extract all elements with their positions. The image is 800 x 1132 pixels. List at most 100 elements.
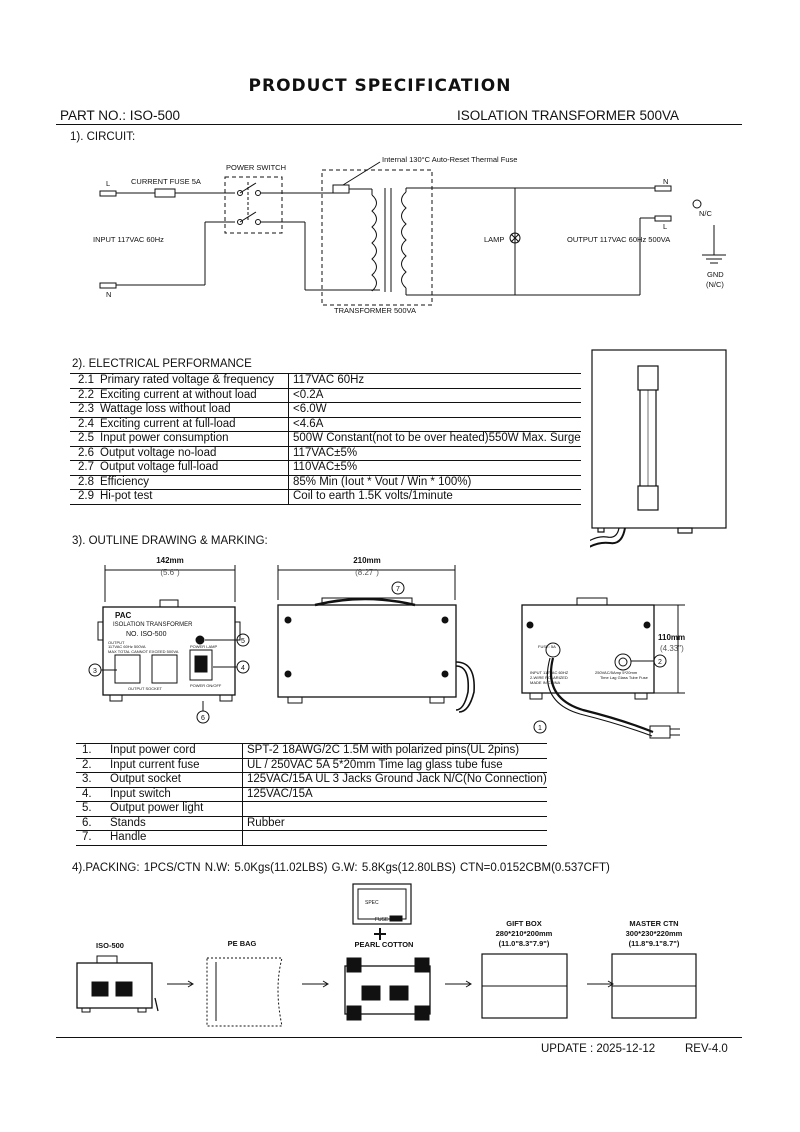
svg-text:1: 1 [538,725,542,732]
electrical-row-item: Output voltage full-load [100,460,289,476]
parts-row-no: 6. [76,816,110,831]
parts-row-value: UL / 250VAC 5A 5*20mm Time lag glass tub… [242,758,547,773]
pack-gift-label: GIFT BOX [506,919,541,928]
pack-pe-label: PE BAG [228,939,257,948]
spec-sheet [352,883,412,925]
footer-rule [56,1037,742,1038]
back-cord-exit [614,653,632,671]
lamp-symbol [509,232,521,244]
electrical-heading: 2). ELECTRICAL PERFORMANCE [72,358,252,370]
parts-row-item: Input current fuse [110,758,243,773]
page-title: PRODUCT SPECIFICATION [248,76,512,96]
back-input-2: 2-WIRE POLARIZED [530,675,568,680]
parts-row-value: 125VAC/15A [242,787,547,802]
fuse-cap-bottom [637,485,659,511]
parts-row-value [242,801,547,817]
front-warning: MAX TOTAL CANNOT EXCEED 500VA [108,649,179,654]
front-model: NO. ISO-500 [126,631,167,638]
fuse-foot [677,527,693,534]
front-handle [159,599,179,608]
electrical-row-value: 110VAC±5% [288,460,581,476]
pack-gift-in: (11.0"8.3"7.9") [499,939,550,948]
pack-master-label: MASTER CTN [629,919,678,928]
electrical-row-item: Output voltage no-load [100,446,289,461]
callout-7 [391,581,405,595]
back-input-3: MADE IN CHINA [530,680,561,685]
parts-row-no: 2. [76,758,110,773]
dim-width: 142mm [156,556,184,565]
electrical-row-value: <6.0W [288,402,581,418]
electrical-row-item: Exciting current at without load [100,388,289,403]
pack-unit [76,962,153,1009]
parts-row-no: 3. [76,772,110,788]
transformer-box [321,169,433,306]
parts-row: 5.Output power light [76,801,547,817]
front-lamp-label: POWER LAMP [190,644,217,649]
dim-length: 210mm [353,556,381,565]
pack-iso-label: ISO-500 [96,941,124,950]
pack-master-in: (11.8"9.1"8.7") [629,939,680,948]
front-switch-label: POWER ON/OFF [190,683,222,688]
electrical-row-value: 85% Min (Iout * Vout / Win * 100%) [288,475,581,490]
l-in-label: L [106,179,110,188]
svg-text:7: 7 [396,586,400,593]
electrical-row-value: 117VAC 60Hz [288,373,581,389]
part-number: PART NO.: ISO-500 [60,108,181,123]
outline-heading: 3). OUTLINE DRAWING & MARKING: [72,535,268,547]
electrical-row-value: 117VAC±5% [288,446,581,461]
electrical-row-no: 2.8 [70,475,100,490]
electrical-row-no: 2.2 [70,388,100,403]
pack-fuse-text: FUSE [375,917,389,923]
parts-row-item: Output socket [110,772,243,788]
electrical-row-item: Primary rated voltage & frequency [100,373,289,389]
secondary-coil [401,191,407,289]
lamp-label: LAMP [484,235,504,244]
packing-diagram: ISO-500 PE BAG PEARL COTTON GIFT BOX 280… [76,883,697,1027]
output-label: OUTPUT 117VAC 60Hz 500VA [567,235,670,244]
back-fuse-rating: 250VAC/5Amp 5*20mm [595,670,638,675]
transformer-label: TRANSFORMER 500VA [334,306,416,315]
parts-row-no: 1. [76,743,110,759]
electrical-row-value: <0.2A [288,388,581,403]
parts-row-no: 4. [76,787,110,802]
circuit-heading: 1). CIRCUIT: [70,131,136,143]
dim-height: 110mm [658,633,685,642]
electrical-row-no: 2.5 [70,431,100,447]
front-socket-2 [151,654,178,684]
part-name: ISOLATION TRANSFORMER 500VA [457,108,680,123]
fuse-illustration-frame [591,349,727,529]
svg-text:6: 6 [201,715,205,722]
electrical-row-item: Input power consumption [100,431,289,447]
parts-row-item: Handle [110,830,243,846]
header-rule [56,124,742,125]
circuit-diagram: L N CURRENT FUSE 5A POWER SWITCH Interna… [93,155,726,315]
nc-terminal [692,199,702,209]
current-fuse-symbol [154,188,176,198]
pe-bag [206,957,283,1027]
front-output-rating: 117VAC 60Hz 500VA [108,644,146,649]
dim-width-in: (5.6") [160,568,180,577]
front-socket-1 [114,654,141,684]
packing-line: 4).PACKING: 1PCS/CTN N.W: 5.0Kgs(11.02LB… [72,862,610,874]
pearl-cotton-unit [344,965,431,1015]
outline-drawings: 142mm (5.6") 210mm (8.27") 3 5 4 6 7 2 1… [88,556,685,739]
back-fuse-type: Time Lag Glass Tube Fuse [600,675,649,680]
pack-pearl-label: PEARL COTTON [355,940,414,949]
nc-label: N/C [699,209,713,218]
callout-1 [533,720,547,734]
front-title: ISOLATION TRANSFORMER [113,622,193,628]
primary-coil [371,194,377,292]
electrical-row-value: Coil to earth 1.5K volts/1minute [288,489,581,505]
electrical-row-item: Hi-pot test [100,489,289,505]
pack-spec-text: SPEC [365,900,379,906]
side-handle [314,597,416,607]
thermal-fuse-label: Internal 130°C Auto-Reset Thermal Fuse [382,155,517,164]
